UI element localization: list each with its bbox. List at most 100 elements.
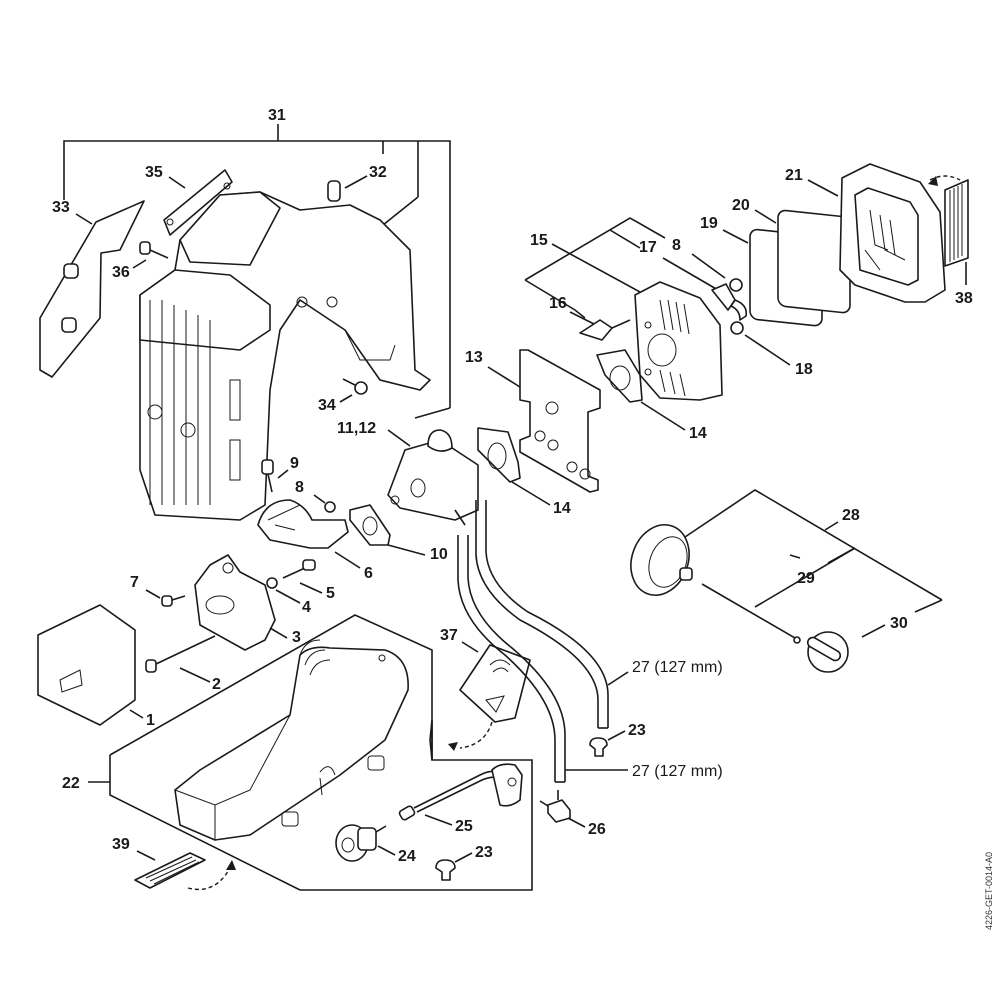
part-34-screw [339,378,368,403]
part-28-primer [630,524,693,596]
part-33-cover-plate [39,200,145,378]
leader-30 [861,624,886,638]
leader-20 [754,209,777,224]
part-35-label-plate [163,169,233,236]
part-20-filter-element [777,209,851,314]
callout-11-12: 11,12 [337,420,376,437]
arrow-39-to-tank [187,867,231,891]
callout-34: 34 [318,397,336,414]
part-27-fuel-line-b [457,535,628,783]
part-8-nut-lower [324,501,336,513]
callout-25: 25 [455,818,473,835]
part-36-screw [132,241,169,269]
part-31-shroud [139,191,431,521]
callout-39: 39 [112,836,130,853]
callout-28: 28 [842,507,860,524]
callout-13: 13 [465,349,483,366]
part-21-filter-cover [839,163,946,303]
callout-22: 22 [62,775,80,792]
part-10-gasket [349,504,426,556]
part-27-fuel-line-a [475,500,629,729]
callout-20: 20 [732,197,750,214]
leader-17 [662,257,719,291]
part-17-clip [711,283,748,321]
part-22-fuel-tank [174,639,409,841]
part-6-bracket [257,499,361,569]
reference-code: 4226-GET-0014-A0 [984,852,994,930]
callout-14-upper: 14 [689,425,707,442]
bracket-22 [88,614,533,891]
callout-26: 26 [588,821,606,838]
part-29-rod [701,583,801,644]
part-23-grommet-lower [435,852,473,881]
leader-8-upper [691,253,726,279]
part-1-baffle-plate [37,604,144,726]
callout-5: 5 [326,585,335,602]
leader-9 [277,469,289,479]
callout-35: 35 [145,164,163,181]
part-11-12-carburetor [387,429,479,526]
callout-3: 3 [292,629,301,646]
part-18-nut [730,321,791,366]
part-24-fuel-cap [335,824,396,862]
part-14-gasket-upper [596,349,643,403]
part-15-filter-base [634,281,723,401]
callout-14-lower: 14 [553,500,571,517]
leader-21 [807,179,839,197]
callout-29: 29 [797,570,815,587]
part-9-screw [261,459,274,493]
part-13-plate [519,349,601,493]
part-7-screw [161,595,186,607]
callout-33: 33 [52,199,70,216]
bracket-31 [63,124,451,419]
callout-38: 38 [955,290,973,307]
callout-23-lower: 23 [475,844,493,861]
leader-39 [136,850,156,861]
callout-27-upper: 27 (127 mm) [632,659,723,676]
callout-17: 17 [639,239,657,256]
callout-16: 16 [549,295,567,312]
callout-2: 2 [212,676,221,693]
callout-24: 24 [398,848,416,865]
callout-1: 1 [146,712,155,729]
part-25-pickup-hose [398,763,523,826]
part-30-knob [806,631,849,673]
arrowhead-icon [448,742,458,751]
callout-4: 4 [302,599,311,616]
leader-16 [569,311,597,326]
leader-8-lower [313,494,326,504]
part-26-fitting [539,790,586,828]
leader-11-12 [387,429,411,447]
callout-32: 32 [369,164,387,181]
callout-10: 10 [430,546,448,563]
part-37-warning-label [459,644,531,723]
leader-5 [299,582,323,594]
callout-8-lower: 8 [295,479,304,496]
bracket-28-29-30 [684,489,943,613]
leader-14-upper [640,401,686,431]
arrow-38-to-21 [929,175,961,181]
bracket-15-17-8 [524,217,666,319]
part-32-sleeve [327,175,368,202]
leader-37 [461,641,479,653]
callout-27-lower: 27 (127 mm) [632,763,723,780]
callout-23-upper: 23 [628,722,646,739]
arrowhead-icon [928,176,938,186]
part-2-long-screw [145,635,216,683]
arrow-37-to-tank [459,721,493,749]
callout-37: 37 [440,627,458,644]
part-38-label [944,179,969,285]
part-4-washer [266,577,278,589]
callout-18: 18 [795,361,813,378]
callout-36: 36 [112,264,130,281]
callout-7: 7 [130,574,139,591]
leader-7 [145,589,161,599]
callout-8-upper: 8 [672,237,681,254]
part-14-gasket-lower [477,427,521,483]
callout-19: 19 [700,215,718,232]
arrowhead-icon [226,860,236,870]
callout-15: 15 [530,232,548,249]
part-8-nut-upper [729,278,743,292]
leader-14-lower [511,481,551,506]
leader-19 [722,229,749,244]
